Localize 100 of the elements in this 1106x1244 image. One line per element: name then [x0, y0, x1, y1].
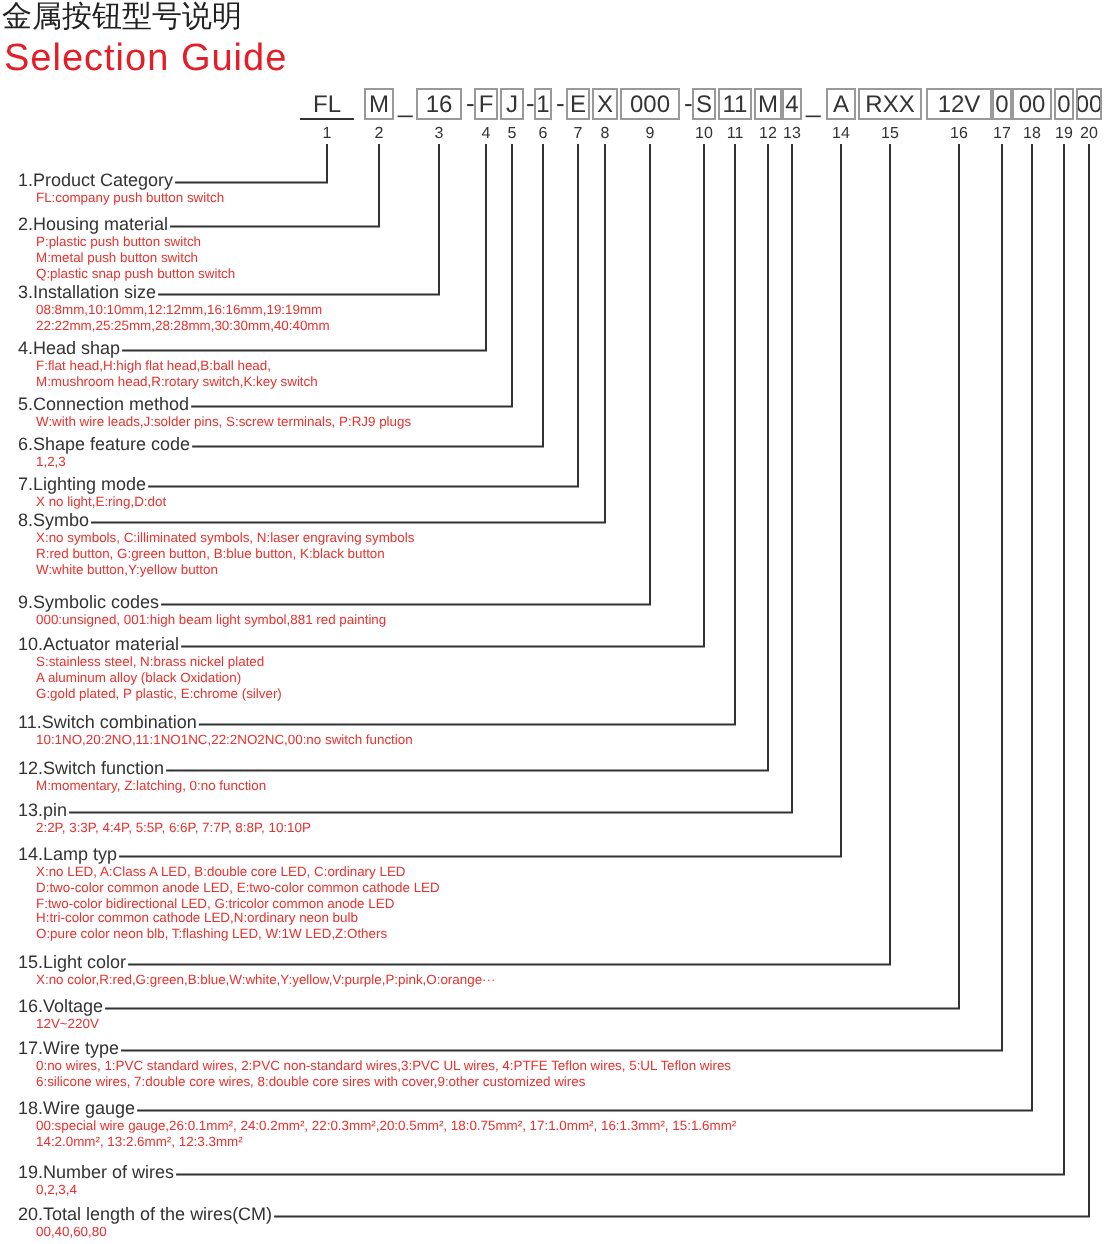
code-segment: [992, 88, 1012, 144]
position-number: 16: [950, 124, 968, 144]
code-letters: 11: [722, 88, 748, 120]
category-heading: 3.Installation size: [18, 280, 157, 304]
connector-line: [118, 143, 842, 858]
connector-line: [197, 143, 736, 726]
code-segment: [364, 88, 394, 144]
position-number: 14: [832, 124, 850, 144]
code-segment: [826, 88, 856, 144]
separator-mark: _: [398, 88, 413, 120]
category-heading: 9.Symbolic codes: [18, 590, 160, 614]
category-heading: 2.Housing material: [18, 212, 169, 236]
category-heading: 8.Symbo: [18, 508, 90, 532]
code-segment: [500, 88, 524, 144]
code-segment: [1012, 88, 1052, 144]
code-letters: 00: [1018, 88, 1046, 120]
code-letters: F: [478, 88, 494, 120]
code-segment: [1076, 88, 1102, 144]
code-segment: [534, 88, 552, 144]
code-letters: FL: [312, 88, 341, 120]
connector-line: [121, 143, 487, 352]
code-segment: [620, 88, 680, 144]
code-segment: [1054, 88, 1074, 144]
subtitle: Selection Guide: [4, 38, 288, 82]
code-letters: S: [695, 88, 712, 120]
category-heading: 10.Actuator material: [18, 632, 180, 656]
position-number: 5: [507, 124, 517, 144]
connector-line: [190, 143, 513, 408]
connector-line: [191, 143, 544, 448]
code-segment: [754, 88, 782, 144]
connector-line: [90, 143, 606, 524]
connector-line: [160, 143, 651, 606]
category-heading: 20.Total length of the wires(CM): [18, 1202, 273, 1226]
connector-line: [127, 143, 891, 966]
code-segment: [592, 88, 618, 144]
separator-mark: -: [684, 88, 693, 120]
position-number: 19: [1055, 124, 1073, 144]
connector-line: [174, 143, 328, 184]
category-heading: 19.Number of wires: [18, 1160, 175, 1184]
code-segment: [566, 88, 590, 144]
category-heading: 15.Light color: [18, 950, 127, 974]
position-number: 11: [726, 124, 744, 144]
code-letters: E: [569, 88, 586, 120]
position-number: 9: [645, 124, 655, 144]
category-heading: 7.Lighting mode: [18, 472, 147, 496]
position-number: 1: [322, 124, 332, 144]
code-segment: [926, 88, 992, 144]
code-letters: 16: [425, 88, 453, 120]
code-letters: M: [369, 88, 389, 120]
connector-line: [180, 143, 705, 648]
code-segment: [474, 88, 498, 144]
connector-line: [157, 143, 440, 296]
position-number: 2: [374, 124, 384, 144]
category-heading: 18.Wire gauge: [18, 1096, 136, 1120]
position-number: 15: [881, 124, 899, 144]
category-heading: 12.Switch function: [18, 756, 165, 780]
connector-line: [169, 143, 380, 228]
separator-mark: _: [806, 88, 821, 120]
separator-mark: -: [526, 88, 535, 120]
code-segment: [782, 88, 802, 144]
code-letters: M: [758, 88, 778, 120]
code-letters: 1: [536, 88, 550, 120]
position-number: 6: [538, 124, 548, 144]
category-heading: 11.Switch combination: [18, 710, 197, 734]
code-letters: RXX: [865, 88, 915, 120]
code-segment: [416, 88, 462, 144]
separator-mark: -: [556, 88, 565, 120]
connector-line: [165, 143, 769, 772]
category-heading: 13.pin: [18, 798, 68, 822]
code-letters: 12V: [937, 88, 981, 120]
code-letters: 0: [1057, 88, 1071, 120]
category-heading: 17.Wire type: [18, 1036, 120, 1060]
code-segment: [858, 88, 922, 144]
code-letters: J: [506, 88, 518, 120]
position-number: 3: [434, 124, 444, 144]
connector-line: [273, 143, 1090, 1218]
title: 金属按钮型号说明: [2, 0, 242, 34]
connector-line: [68, 143, 793, 814]
position-number: 20: [1080, 124, 1098, 144]
position-number: 7: [573, 124, 583, 144]
category-heading: 5.Connection method: [18, 392, 190, 416]
code-segment: [718, 88, 752, 144]
position-number: 13: [783, 124, 801, 144]
separator-mark: -: [466, 88, 475, 120]
position-number: 8: [600, 124, 610, 144]
code-letters: 0: [995, 88, 1009, 120]
category-heading: 14.Lamp typ: [18, 842, 118, 866]
position-number: 10: [695, 124, 713, 144]
category-heading: 4.Head shap: [18, 336, 121, 360]
position-number: 4: [481, 124, 491, 144]
category-heading: 6.Shape feature code: [18, 432, 191, 456]
position-number: 12: [759, 124, 777, 144]
category-heading: 1.Product Category: [18, 168, 174, 192]
code-letters: A: [832, 88, 849, 120]
connector-line: [147, 143, 579, 488]
position-number: 18: [1023, 124, 1041, 144]
code-letters: 4: [785, 88, 799, 120]
code-letters: X: [596, 88, 613, 120]
code-letters: 000: [629, 88, 671, 120]
code-segment: [692, 88, 716, 144]
